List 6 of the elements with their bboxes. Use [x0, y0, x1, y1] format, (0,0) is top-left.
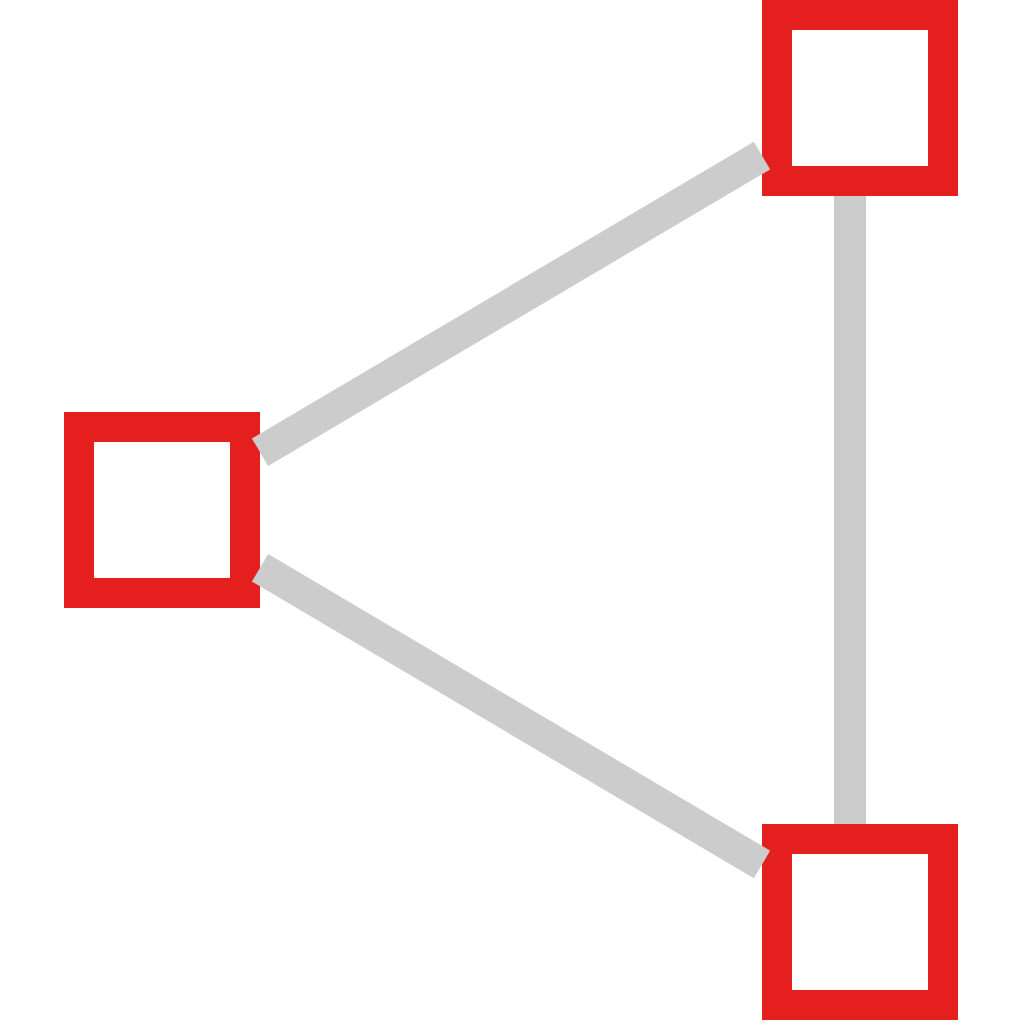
connector-line [251, 141, 771, 467]
square-node [762, 824, 958, 1020]
square-node [762, 0, 958, 196]
square-node [64, 412, 260, 608]
connector-line [251, 554, 771, 879]
connector-line [834, 196, 866, 824]
